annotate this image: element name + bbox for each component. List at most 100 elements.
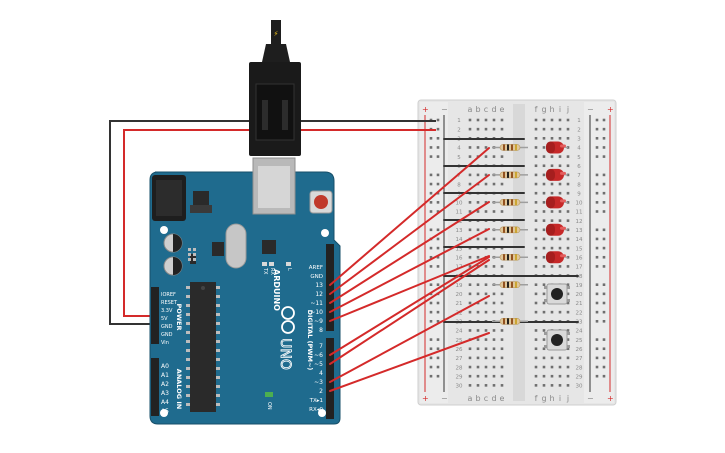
led[interactable]	[546, 223, 568, 236]
bb-hole	[468, 146, 472, 149]
chip-pin	[186, 376, 190, 379]
chip-pin	[186, 340, 190, 343]
rail-hole	[429, 265, 433, 268]
icsp-header	[188, 248, 196, 261]
bb-hole	[534, 210, 538, 213]
signal-wire-pin12	[329, 174, 490, 295]
bb-hole	[566, 237, 570, 241]
row-number: 17	[576, 265, 583, 271]
rail-plus-top-left: +	[422, 105, 429, 114]
rail-hole	[602, 228, 606, 232]
pin-label-aref: AREF	[309, 265, 323, 271]
bb-hole	[566, 265, 570, 268]
arduino-brand: ARDUINO	[272, 269, 281, 311]
mount-hole-1	[160, 226, 168, 234]
resistor[interactable]	[492, 317, 528, 325]
resistor[interactable]	[492, 281, 528, 289]
rail-hole	[602, 246, 606, 250]
pin-label-11: ~11	[310, 300, 323, 307]
rail-hole	[436, 210, 440, 213]
row-number: 2	[577, 127, 581, 133]
row-number: 22	[576, 310, 583, 316]
row-number: 29	[576, 374, 583, 380]
resistor[interactable]	[492, 199, 528, 206]
pushbutton-1[interactable]	[544, 283, 570, 305]
column-letter-j: j	[566, 105, 569, 114]
row-number: 19	[576, 283, 583, 289]
rail-hole	[595, 118, 599, 122]
bb-hole	[476, 283, 480, 286]
pin-label-a2: A2	[161, 381, 169, 388]
bb-hole	[468, 347, 472, 351]
rail-hole	[436, 237, 440, 241]
chip-pin	[186, 304, 190, 307]
column-letter-f: f	[535, 105, 538, 114]
resistor[interactable]	[492, 144, 528, 151]
bb-hole	[542, 137, 546, 140]
rail-hole	[436, 201, 440, 204]
bb-hole	[492, 292, 496, 296]
usb-cable: ⚡	[249, 20, 301, 156]
bb-hole	[484, 146, 488, 149]
bb-hole	[542, 292, 546, 296]
row-number: 11	[456, 210, 463, 216]
row-number: 9	[577, 191, 581, 197]
bb-hole	[550, 265, 554, 268]
rail-hole	[602, 320, 606, 323]
rail-hole	[602, 127, 606, 131]
bb-hole	[484, 173, 488, 177]
rail-hole	[436, 301, 440, 305]
analog-section-label: ANALOG IN	[175, 369, 183, 409]
rx-label: RX	[269, 268, 275, 275]
resistor[interactable]	[492, 253, 528, 261]
bb-hole	[534, 146, 538, 149]
row-number: 25	[576, 338, 583, 344]
rail-hole	[429, 210, 433, 213]
bb-hole	[534, 384, 538, 387]
bb-hole	[566, 338, 570, 341]
row-number: 30	[456, 384, 463, 390]
bb-hole	[542, 246, 546, 250]
rail-hole	[602, 137, 606, 140]
pin-label-2: 2	[319, 388, 323, 395]
mount-hole-2	[321, 229, 329, 237]
resistor[interactable]	[492, 171, 528, 179]
rail-hole	[436, 228, 440, 232]
pin-label-12: 12	[315, 291, 323, 298]
digital-header-bottom	[326, 338, 334, 419]
column-letter-d-bottom: d	[491, 394, 496, 403]
row-number: 7	[457, 173, 461, 179]
bb-hole	[484, 155, 488, 158]
bb-hole	[484, 292, 488, 296]
bb-hole	[492, 365, 496, 369]
tx-label: TX	[262, 267, 268, 275]
row-number: 20	[576, 292, 583, 298]
rail-hole	[429, 374, 433, 378]
rail-plus-bottom-right: +	[607, 394, 614, 403]
led[interactable]	[546, 168, 568, 181]
bb-hole	[566, 182, 570, 186]
rail-hole	[429, 173, 433, 177]
column-letter-g: g	[541, 105, 546, 114]
bb-hole	[566, 384, 570, 387]
bb-hole	[484, 301, 488, 305]
bb-hole	[476, 356, 480, 360]
led[interactable]	[546, 141, 568, 154]
led[interactable]	[546, 196, 568, 209]
bb-hole	[534, 365, 538, 369]
rail-hole	[429, 137, 433, 140]
pin-label-gnd-d: GND	[310, 274, 323, 280]
rail-hole	[436, 265, 440, 268]
pushbuttons	[544, 283, 570, 351]
bb-hole	[484, 374, 488, 378]
led[interactable]	[546, 251, 568, 264]
pushbutton-2[interactable]	[544, 329, 570, 351]
rail-hole	[429, 255, 433, 259]
bb-hole	[542, 237, 546, 241]
bb-hole	[542, 182, 546, 186]
bb-hole	[468, 228, 472, 232]
resistor[interactable]	[492, 226, 528, 234]
signal-wire-pin6	[329, 256, 490, 356]
bb-hole	[476, 310, 480, 314]
